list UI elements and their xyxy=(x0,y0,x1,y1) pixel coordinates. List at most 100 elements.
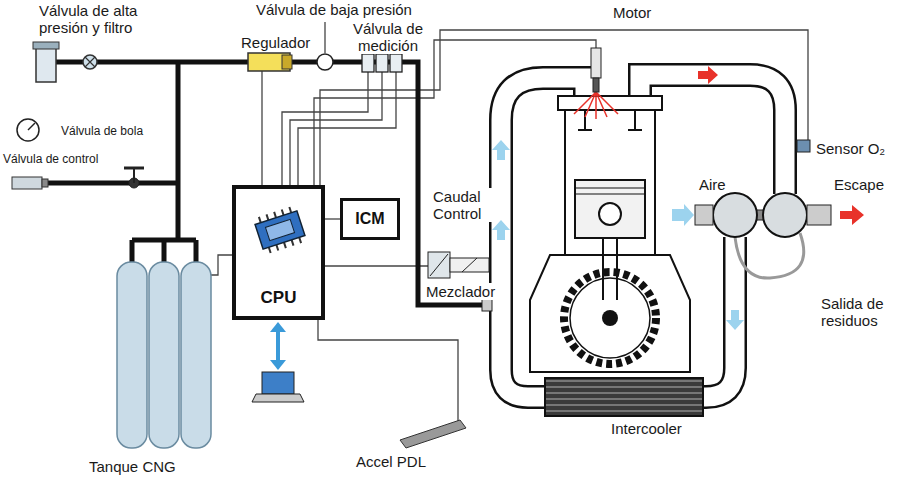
filter xyxy=(33,42,59,49)
cng-tank xyxy=(117,262,211,448)
node-label: ICM xyxy=(355,210,384,228)
laptop xyxy=(270,322,286,332)
engine xyxy=(575,188,645,194)
part-label: Sensor O₂ xyxy=(815,140,886,157)
metering-valve xyxy=(376,54,388,72)
flow-arrow xyxy=(698,66,718,84)
part-label: Regulador xyxy=(240,34,311,51)
turbocharger xyxy=(735,233,804,278)
ball-valve xyxy=(133,168,135,183)
part-label: Motor xyxy=(612,4,652,21)
part-label: Aire xyxy=(698,176,727,193)
low-pressure-valve xyxy=(317,54,333,70)
fuel-pipe xyxy=(132,240,196,262)
flow-control xyxy=(482,299,492,311)
filter xyxy=(36,46,56,82)
part-label: Salida de residuos xyxy=(820,295,894,329)
intercooler xyxy=(545,378,703,416)
flow-control xyxy=(462,258,477,272)
engine xyxy=(530,255,690,372)
laptop xyxy=(262,372,294,394)
part-label: Válvula de medición xyxy=(344,20,432,54)
signal-wire xyxy=(211,255,232,275)
engine xyxy=(570,278,650,358)
air-duct xyxy=(640,75,785,194)
engine xyxy=(599,203,621,225)
control-valve xyxy=(12,177,48,189)
flow-control xyxy=(430,254,448,276)
module-box: ICM xyxy=(340,198,400,240)
turbocharger xyxy=(763,193,807,237)
chip-die xyxy=(265,219,294,240)
air-duct xyxy=(501,75,785,397)
signal-wire xyxy=(298,72,396,185)
ball-valve xyxy=(124,168,144,188)
part-label: Mezclador xyxy=(425,283,496,300)
signal-wire xyxy=(325,265,428,266)
chip-icon xyxy=(250,203,310,257)
cng-tank xyxy=(117,262,147,448)
part-label: Válvula de bola xyxy=(60,124,144,138)
flow-control xyxy=(428,252,492,311)
engine xyxy=(558,96,662,110)
control-valve xyxy=(12,177,42,189)
accel-pedal xyxy=(400,420,466,448)
turbocharger xyxy=(695,140,831,278)
flow-arrow xyxy=(840,205,864,225)
flow-arrow xyxy=(492,140,510,160)
spark-plug xyxy=(574,48,618,119)
turbocharger xyxy=(797,140,810,152)
pressure-gauge xyxy=(17,119,39,141)
metering-valve xyxy=(362,54,402,72)
air-duct xyxy=(640,75,785,194)
filter xyxy=(33,42,59,82)
intercooler xyxy=(545,378,703,416)
accel-pedal xyxy=(400,420,466,448)
node-label: CPU xyxy=(261,288,297,308)
engine xyxy=(530,96,690,372)
high-pressure-valve xyxy=(85,57,95,67)
turbocharger xyxy=(695,205,713,225)
cng-tank xyxy=(181,262,211,448)
engine xyxy=(575,180,645,238)
signal-wire xyxy=(325,218,340,219)
cng-tank xyxy=(149,262,179,448)
flow-arrow xyxy=(492,66,864,330)
part-label: Válvula de baja presión xyxy=(255,1,413,18)
low-pressure-valve xyxy=(317,54,333,70)
laptop xyxy=(276,328,280,364)
turbocharger xyxy=(807,205,831,225)
spark-plug xyxy=(593,78,599,92)
fuel-pipe xyxy=(176,62,181,240)
part-label: Accel PDL xyxy=(355,453,427,470)
regulator xyxy=(282,55,292,69)
control-valve xyxy=(42,179,48,187)
part-label: Válvula de alta presión y filtro xyxy=(38,2,170,36)
high-pressure-valve xyxy=(83,55,97,69)
spark-plug xyxy=(591,48,601,78)
regulator xyxy=(248,53,292,71)
engine xyxy=(564,272,656,364)
signal-wire xyxy=(324,22,325,53)
chip-body xyxy=(255,211,305,249)
air-duct xyxy=(698,237,735,397)
flow-control xyxy=(450,258,489,272)
pressure-gauge xyxy=(17,119,39,141)
signal-wire xyxy=(261,71,262,185)
signal-wire xyxy=(318,320,458,421)
part-label: Escape xyxy=(833,176,885,193)
engine xyxy=(565,108,655,255)
laptop xyxy=(252,322,304,402)
part-label: Intercooler xyxy=(610,420,683,437)
signal-wire xyxy=(211,22,808,421)
flow-arrow xyxy=(492,220,510,240)
pressure-gauge xyxy=(28,123,35,130)
chip-icon xyxy=(253,205,307,255)
spark-plug xyxy=(574,92,618,119)
part-label: Caudal Control xyxy=(432,188,494,222)
fuel-pipe xyxy=(45,181,178,186)
ball-valve xyxy=(124,167,144,170)
